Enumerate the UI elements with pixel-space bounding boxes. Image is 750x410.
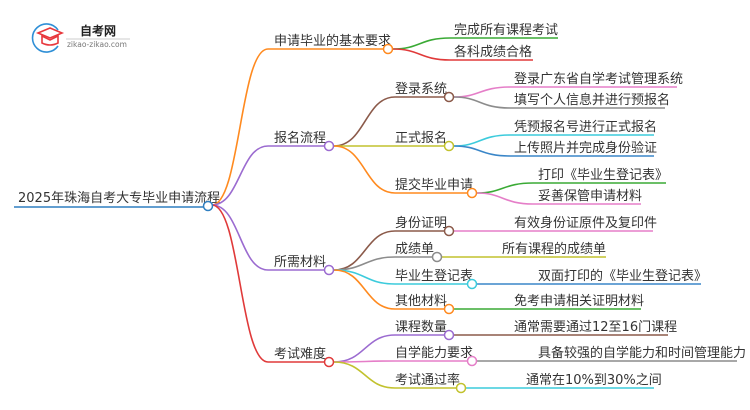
collapse-toggle[interactable] (443, 303, 455, 315)
subtopic-login: 登录系统 (395, 82, 447, 97)
subtopic-id-proof: 身份证明 (395, 215, 447, 231)
branch-materials: 所需材料 (274, 255, 326, 270)
collapse-toggle[interactable] (382, 43, 394, 55)
collapse-toggle[interactable] (466, 355, 478, 367)
leaf-text: 通常在10%到30%之间 (526, 373, 662, 388)
leaf-text: 所有课程的成绩单 (502, 241, 606, 257)
collapse-toggle[interactable] (443, 329, 455, 341)
collapse-toggle[interactable] (443, 91, 455, 103)
subtopic-course-count: 课程数量 (395, 320, 447, 335)
leaf-text: 填写个人信息并进行预报名 (514, 92, 670, 108)
root-topic: 2025年珠海自考大专毕业申请流程 (18, 191, 220, 206)
collapse-toggle[interactable] (466, 278, 478, 290)
leaf-text: 完成所有课程考试 (454, 23, 558, 38)
branch-requirements: 申请毕业的基本要求 (274, 33, 391, 49)
leaf-text: 妥善保管申请材料 (538, 188, 642, 204)
leaf-text: 上传照片并完成身份验证 (514, 140, 657, 156)
subtopic-graduate-form: 毕业生登记表 (395, 269, 473, 284)
branch-difficulty: 考试难度 (274, 346, 326, 362)
collapse-toggle[interactable] (323, 356, 335, 368)
leaf-text: 登录广东省自学考试管理系统 (514, 71, 683, 87)
subtopic-transcript: 成绩单 (395, 242, 434, 257)
logo: 自考网 zikao-zikao.com (31, 23, 130, 53)
leaf-text: 打印《毕业生登记表》 (538, 168, 668, 183)
leaf-text: 凭预报名号进行正式报名 (514, 119, 657, 135)
collapse-toggle[interactable] (431, 251, 443, 263)
branch-registration: 报名流程 (274, 130, 326, 146)
logo-url: zikao-zikao.com (67, 40, 127, 49)
collapse-toggle[interactable] (455, 382, 467, 394)
leaf-text: 各科成绩合格 (454, 44, 532, 60)
collapse-toggle[interactable] (323, 140, 335, 152)
collapse-toggle[interactable] (443, 140, 455, 152)
logo-title: 自考网 (80, 23, 116, 38)
leaf-text: 具备较强的自学能力和时间管理能力 (538, 345, 746, 361)
collapse-toggle[interactable] (443, 225, 455, 237)
root-collapse-toggle[interactable] (202, 200, 214, 212)
subtopic-pass-rate: 考试通过率 (395, 372, 460, 388)
leaf-text: 有效身份证原件及复印件 (514, 215, 657, 231)
subtopic-self-study: 自学能力要求 (395, 345, 473, 361)
leaf-text: 免考申请相关证明材料 (514, 294, 644, 309)
leaf-text: 双面打印的《毕业生登记表》 (538, 268, 707, 284)
graduation-cap-logo-icon (31, 23, 65, 53)
subtopic-formal-registration: 正式报名 (395, 130, 447, 146)
collapse-toggle[interactable] (323, 264, 335, 276)
leaf-text: 通常需要通过12至16门课程 (514, 320, 677, 335)
collapse-toggle[interactable] (466, 187, 478, 199)
subtopic-submit-application: 提交毕业申请 (395, 177, 473, 193)
subtopic-other-materials: 其他材料 (395, 294, 447, 309)
